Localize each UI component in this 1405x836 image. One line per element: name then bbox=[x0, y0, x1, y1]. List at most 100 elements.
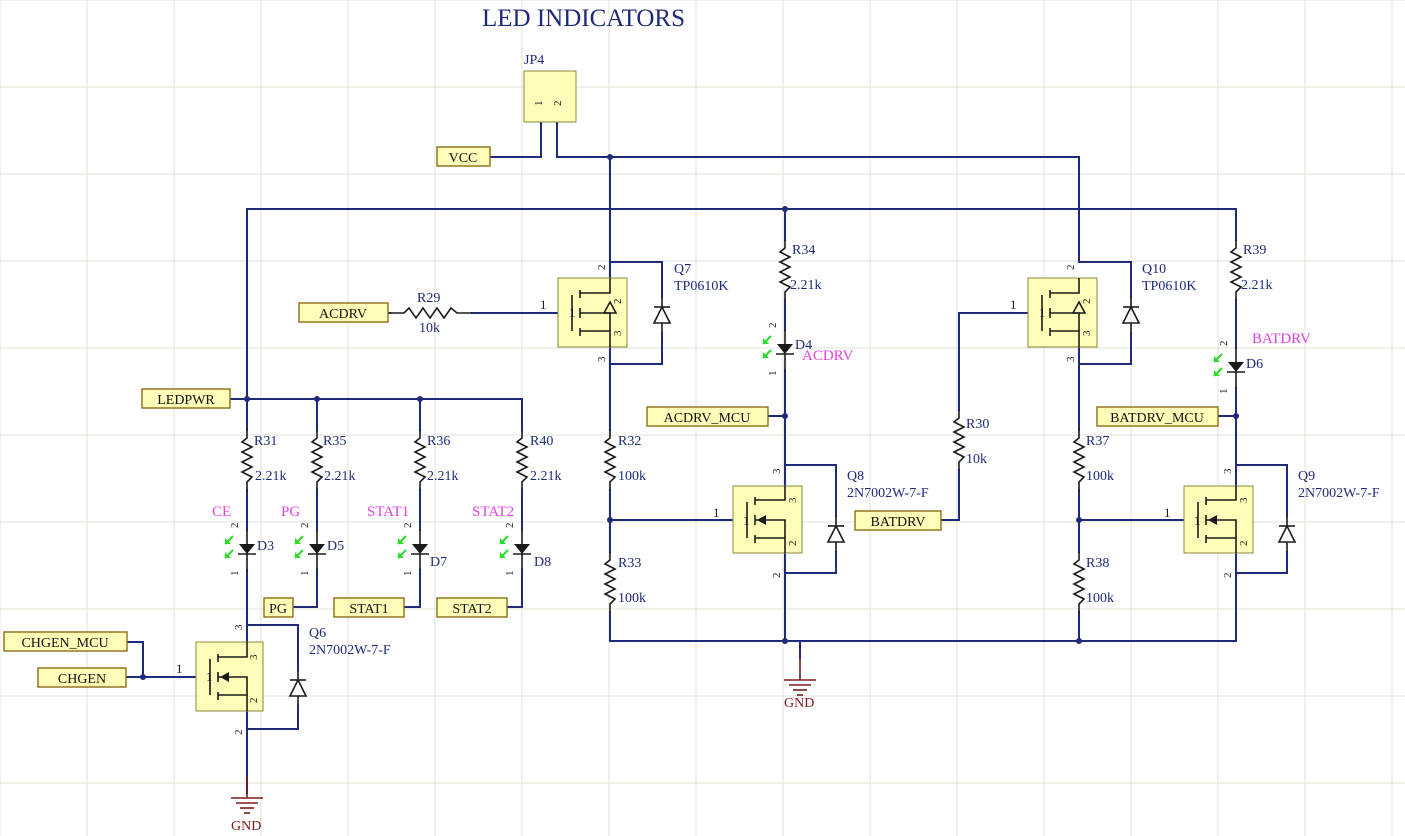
port-stat2[interactable]: STAT2 bbox=[436, 597, 508, 618]
resistor-r38[interactable]: R38 100k bbox=[1073, 551, 1114, 613]
svg-text:R35: R35 bbox=[323, 434, 346, 449]
resistor-r29[interactable]: R29 10k bbox=[389, 291, 473, 336]
svg-text:3: 3 bbox=[1065, 356, 1077, 362]
svg-text:Q6: Q6 bbox=[309, 626, 326, 641]
resistor-r34[interactable]: R34 2.21k bbox=[779, 239, 822, 301]
resistor-r32[interactable]: R32 100k bbox=[604, 429, 646, 491]
led-d4[interactable]: D4 ACDRV bbox=[762, 321, 853, 377]
port-pg[interactable]: PG bbox=[263, 597, 294, 618]
svg-text:Q9: Q9 bbox=[1298, 469, 1315, 484]
svg-text:R39: R39 bbox=[1243, 243, 1266, 258]
svg-text:1: 1 bbox=[176, 661, 183, 676]
svg-text:10k: 10k bbox=[419, 321, 440, 336]
port-acdrv[interactable]: ACDRV bbox=[298, 302, 389, 323]
svg-text:R33: R33 bbox=[618, 556, 641, 571]
svg-text:2.21k: 2.21k bbox=[1241, 278, 1273, 293]
port-chgen[interactable]: CHGEN bbox=[37, 667, 127, 688]
port-acdrv-mcu[interactable]: ACDRV_MCU bbox=[646, 406, 769, 427]
svg-text:3: 3 bbox=[248, 654, 260, 660]
svg-text:D7: D7 bbox=[430, 555, 447, 570]
jumper-jp4[interactable]: JP4 1 2 bbox=[523, 53, 577, 123]
svg-text:ACDRV: ACDRV bbox=[319, 307, 367, 322]
svg-text:2N7002W-7-F: 2N7002W-7-F bbox=[1298, 486, 1380, 501]
svg-text:2.21k: 2.21k bbox=[427, 469, 459, 484]
resistor-r37[interactable]: R37 100k bbox=[1073, 429, 1114, 491]
svg-text:3: 3 bbox=[1081, 330, 1093, 336]
wire-net bbox=[125, 121, 1288, 794]
svg-text:ACDRV_MCU: ACDRV_MCU bbox=[664, 411, 751, 426]
svg-text:2: 2 bbox=[1081, 299, 1093, 305]
sheet-title: LED INDICATORS bbox=[482, 5, 685, 32]
mosfet-q6[interactable]: 1 3 2 1 3 2 Q6 2N7002W-7-F bbox=[176, 624, 391, 735]
svg-text:GND: GND bbox=[784, 696, 814, 711]
svg-text:1: 1 bbox=[569, 305, 576, 320]
resistor-r39[interactable]: R39 2.21k bbox=[1230, 239, 1273, 301]
svg-text:R34: R34 bbox=[792, 243, 815, 258]
svg-text:BATDRV: BATDRV bbox=[1252, 331, 1311, 347]
resistor-r31[interactable]: R31 2.21k bbox=[241, 429, 287, 491]
port-chgen-mcu[interactable]: CHGEN_MCU bbox=[3, 631, 128, 652]
svg-text:2N7002W-7-F: 2N7002W-7-F bbox=[847, 486, 929, 501]
port-batdrv[interactable]: BATDRV bbox=[854, 510, 942, 531]
resistor-r30[interactable]: R30 10k bbox=[953, 409, 989, 471]
svg-text:ACDRV: ACDRV bbox=[802, 348, 853, 364]
svg-text:100k: 100k bbox=[618, 469, 646, 484]
svg-text:BATDRV_MCU: BATDRV_MCU bbox=[1110, 411, 1204, 426]
svg-text:CE: CE bbox=[212, 504, 231, 520]
svg-text:CHGEN: CHGEN bbox=[58, 672, 106, 687]
port-vcc[interactable]: VCC bbox=[436, 146, 491, 167]
mosfet-q10[interactable]: 1 2 3 1 2 3 Q10 TP0610K bbox=[1010, 262, 1196, 362]
svg-text:2: 2 bbox=[1238, 541, 1250, 547]
mosfet-q9[interactable]: 1 3 2 1 3 2 Q9 2N7002W-7-F bbox=[1164, 468, 1380, 578]
svg-text:2: 2 bbox=[787, 541, 799, 547]
svg-text:R38: R38 bbox=[1086, 556, 1109, 571]
svg-text:1: 1 bbox=[713, 505, 720, 520]
svg-text:R31: R31 bbox=[254, 434, 277, 449]
led-d5[interactable]: PG D5 bbox=[281, 504, 344, 577]
svg-text:R37: R37 bbox=[1086, 434, 1109, 449]
led-d6[interactable]: BATDRV D6 bbox=[1213, 331, 1311, 395]
mosfet-q8[interactable]: 1 3 2 1 3 2 Q8 2N7002W-7-F bbox=[713, 468, 929, 578]
port-stat1[interactable]: STAT1 bbox=[333, 597, 405, 618]
svg-text:3: 3 bbox=[771, 468, 783, 474]
svg-text:100k: 100k bbox=[618, 591, 646, 606]
svg-text:2.21k: 2.21k bbox=[324, 469, 356, 484]
svg-text:2.21k: 2.21k bbox=[790, 278, 822, 293]
port-batdrv-mcu[interactable]: BATDRV_MCU bbox=[1096, 406, 1219, 427]
svg-text:BATDRV: BATDRV bbox=[871, 515, 926, 530]
svg-text:R29: R29 bbox=[417, 291, 440, 306]
resistor-r35[interactable]: R35 2.21k bbox=[311, 429, 356, 491]
svg-text:TP0610K: TP0610K bbox=[674, 279, 728, 294]
svg-text:2.21k: 2.21k bbox=[255, 469, 287, 484]
led-d7[interactable]: STAT1 D7 bbox=[367, 504, 447, 577]
svg-text:2: 2 bbox=[612, 299, 624, 305]
resistor-r36[interactable]: R36 2.21k bbox=[414, 429, 459, 491]
svg-text:D5: D5 bbox=[327, 539, 344, 554]
resistor-r33[interactable]: R33 100k bbox=[604, 551, 646, 613]
svg-text:Q10: Q10 bbox=[1142, 262, 1166, 277]
port-ledpwr[interactable]: LEDPWR bbox=[141, 388, 231, 409]
svg-text:Q7: Q7 bbox=[674, 262, 691, 277]
svg-text:2N7002W-7-F: 2N7002W-7-F bbox=[309, 643, 391, 658]
led-d8[interactable]: STAT2 D8 bbox=[472, 504, 551, 577]
svg-text:1: 1 bbox=[1164, 505, 1171, 520]
resistor-r40[interactable]: R40 2.21k bbox=[516, 429, 562, 491]
svg-text:1: 1 bbox=[1039, 305, 1046, 320]
mosfet-q7[interactable]: 1 2 3 1 2 3 Q7 TP0610K bbox=[540, 262, 728, 362]
svg-text:2: 2 bbox=[1065, 265, 1077, 271]
svg-text:STAT2: STAT2 bbox=[452, 602, 491, 617]
svg-text:PG: PG bbox=[281, 504, 300, 520]
svg-text:Q8: Q8 bbox=[847, 469, 864, 484]
svg-text:3: 3 bbox=[612, 330, 624, 336]
led-d3[interactable]: CE D3 bbox=[212, 504, 274, 577]
svg-text:R32: R32 bbox=[618, 434, 641, 449]
svg-text:3: 3 bbox=[596, 356, 608, 362]
svg-text:GND: GND bbox=[231, 819, 261, 834]
svg-text:10k: 10k bbox=[966, 452, 987, 467]
svg-text:1: 1 bbox=[540, 297, 547, 312]
svg-text:VCC: VCC bbox=[449, 151, 478, 166]
svg-text:3: 3 bbox=[1222, 468, 1234, 474]
svg-text:1: 1 bbox=[1010, 297, 1017, 312]
svg-text:JP4: JP4 bbox=[524, 53, 544, 68]
svg-text:TP0610K: TP0610K bbox=[1142, 279, 1196, 294]
